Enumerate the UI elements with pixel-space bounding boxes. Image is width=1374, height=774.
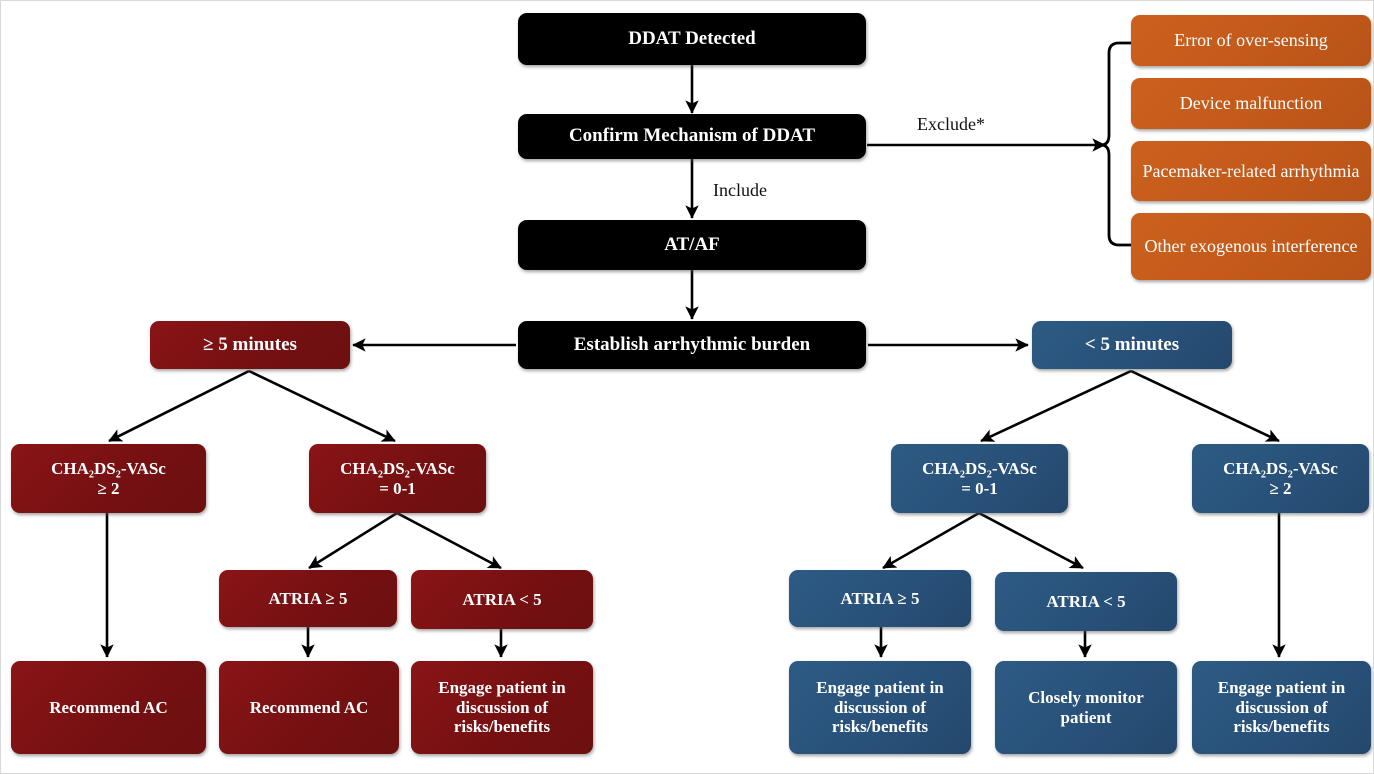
node-confirm-mechanism[interactable]: Confirm Mechanism of DDAT	[518, 114, 866, 159]
node-left-outcome-recommend-ac-2-label: Recommend AC	[249, 697, 369, 717]
node-right-atria-ge5-label: ATRIA ≥ 5	[840, 588, 920, 608]
node-right-atria-lt5[interactable]: ATRIA < 5	[995, 572, 1177, 631]
node-right-outcome-engage-1-label: Engage patient in discussion of risks/be…	[816, 677, 944, 737]
node-exclusion-pacemaker-arrhythmia-label: Pacemaker-related arrhythmia	[1142, 160, 1360, 181]
node-lt-5-minutes-label: < 5 minutes	[1084, 333, 1180, 355]
edge-cha01r-to-atria-lt5	[978, 511, 1084, 570]
node-exclusion-device-malfunction[interactable]: Device malfunction	[1131, 78, 1371, 129]
node-exclusion-other-interference-label: Other exogenous interference	[1144, 236, 1358, 257]
node-ge-5-minutes[interactable]: ≥ 5 minutes	[150, 321, 350, 369]
node-right-outcome-engage-2[interactable]: Engage patient in discussion of risks/be…	[1192, 661, 1371, 754]
exclusions-bracket	[1100, 41, 1133, 247]
node-left-atria-lt5[interactable]: ATRIA < 5	[411, 570, 593, 629]
node-left-outcome-recommend-ac-1-label: Recommend AC	[49, 697, 168, 717]
node-establish-burden-label: Establish arrhythmic burden	[573, 333, 811, 355]
node-exclusion-pacemaker-arrhythmia[interactable]: Pacemaker-related arrhythmia	[1131, 141, 1371, 201]
node-right-cha2ds2-ge2-line1: CHA₂DS₂-VASc	[1223, 458, 1338, 478]
node-right-cha2ds2-ge2[interactable]: CHA₂DS₂-VASc ≥ 2	[1192, 444, 1369, 513]
node-left-outcome-engage[interactable]: Engage patient in discussion of risks/be…	[411, 661, 593, 754]
node-right-cha2ds2-0-1-line1: CHA₂DS₂-VASc	[922, 458, 1037, 478]
node-ddat-detected[interactable]: DDAT Detected	[518, 13, 866, 65]
node-lt-5-minutes[interactable]: < 5 minutes	[1032, 321, 1232, 369]
node-left-cha2ds2-ge2[interactable]: CHA₂DS₂-VASc ≥ 2	[11, 444, 206, 513]
edge-cha01-to-atria-ge5	[308, 511, 398, 570]
node-right-outcome-monitor-label: Closely monitor patient	[1028, 687, 1144, 727]
node-right-cha2ds2-ge2-line2: ≥ 2	[1269, 478, 1292, 498]
edge-label-include: Include	[713, 180, 767, 200]
node-exclusion-over-sensing[interactable]: Error of over-sensing	[1131, 15, 1371, 66]
node-right-outcome-engage-2-label: Engage patient in discussion of risks/be…	[1217, 677, 1346, 737]
edge-cha01-to-atria-lt5	[396, 511, 502, 570]
node-ddat-detected-label: DDAT Detected	[628, 27, 756, 49]
node-exclusion-device-malfunction-label: Device malfunction	[1179, 93, 1323, 114]
edge-label-exclude: Exclude*	[917, 114, 985, 134]
node-right-cha2ds2-0-1[interactable]: CHA₂DS₂-VASc = 0-1	[891, 444, 1068, 513]
node-left-outcome-recommend-ac-1[interactable]: Recommend AC	[11, 661, 206, 754]
node-left-atria-ge5-label: ATRIA ≥ 5	[268, 588, 348, 608]
edge-cha01r-to-atria-ge5	[882, 511, 980, 570]
edge-lt5-to-cha-01	[980, 369, 1132, 443]
node-establish-burden[interactable]: Establish arrhythmic burden	[518, 321, 866, 369]
node-right-atria-lt5-label: ATRIA < 5	[1046, 591, 1126, 611]
edge-ge5-to-cha-01	[248, 369, 396, 443]
node-left-atria-ge5[interactable]: ATRIA ≥ 5	[219, 570, 397, 627]
node-left-cha2ds2-ge2-line1: CHA₂DS₂-VASc	[51, 458, 166, 478]
node-left-cha2ds2-0-1[interactable]: CHA₂DS₂-VASc = 0-1	[309, 444, 486, 513]
node-left-outcome-recommend-ac-2[interactable]: Recommend AC	[219, 661, 399, 754]
node-right-outcome-monitor[interactable]: Closely monitor patient	[995, 661, 1177, 754]
node-exclusion-over-sensing-label: Error of over-sensing	[1174, 30, 1328, 51]
node-ge-5-minutes-label: ≥ 5 minutes	[203, 333, 297, 355]
node-at-af-label: AT/AF	[664, 233, 720, 255]
edge-lt5-to-cha-ge2	[1130, 369, 1280, 443]
node-right-atria-ge5[interactable]: ATRIA ≥ 5	[789, 570, 971, 627]
node-exclusion-other-interference[interactable]: Other exogenous interference	[1131, 213, 1371, 280]
node-right-cha2ds2-0-1-line2: = 0-1	[961, 478, 998, 498]
node-at-af[interactable]: AT/AF	[518, 220, 866, 270]
node-left-cha2ds2-0-1-line1: CHA₂DS₂-VASc	[340, 458, 455, 478]
node-left-cha2ds2-0-1-line2: = 0-1	[379, 478, 416, 498]
node-left-outcome-engage-label: Engage patient in discussion of risks/be…	[438, 677, 566, 737]
node-confirm-mechanism-label: Confirm Mechanism of DDAT	[568, 125, 816, 147]
node-right-outcome-engage-1[interactable]: Engage patient in discussion of risks/be…	[789, 661, 971, 754]
node-left-atria-lt5-label: ATRIA < 5	[462, 589, 542, 609]
edge-ge5-to-cha-ge2	[108, 369, 250, 443]
node-left-cha2ds2-ge2-line2: ≥ 2	[97, 478, 120, 498]
